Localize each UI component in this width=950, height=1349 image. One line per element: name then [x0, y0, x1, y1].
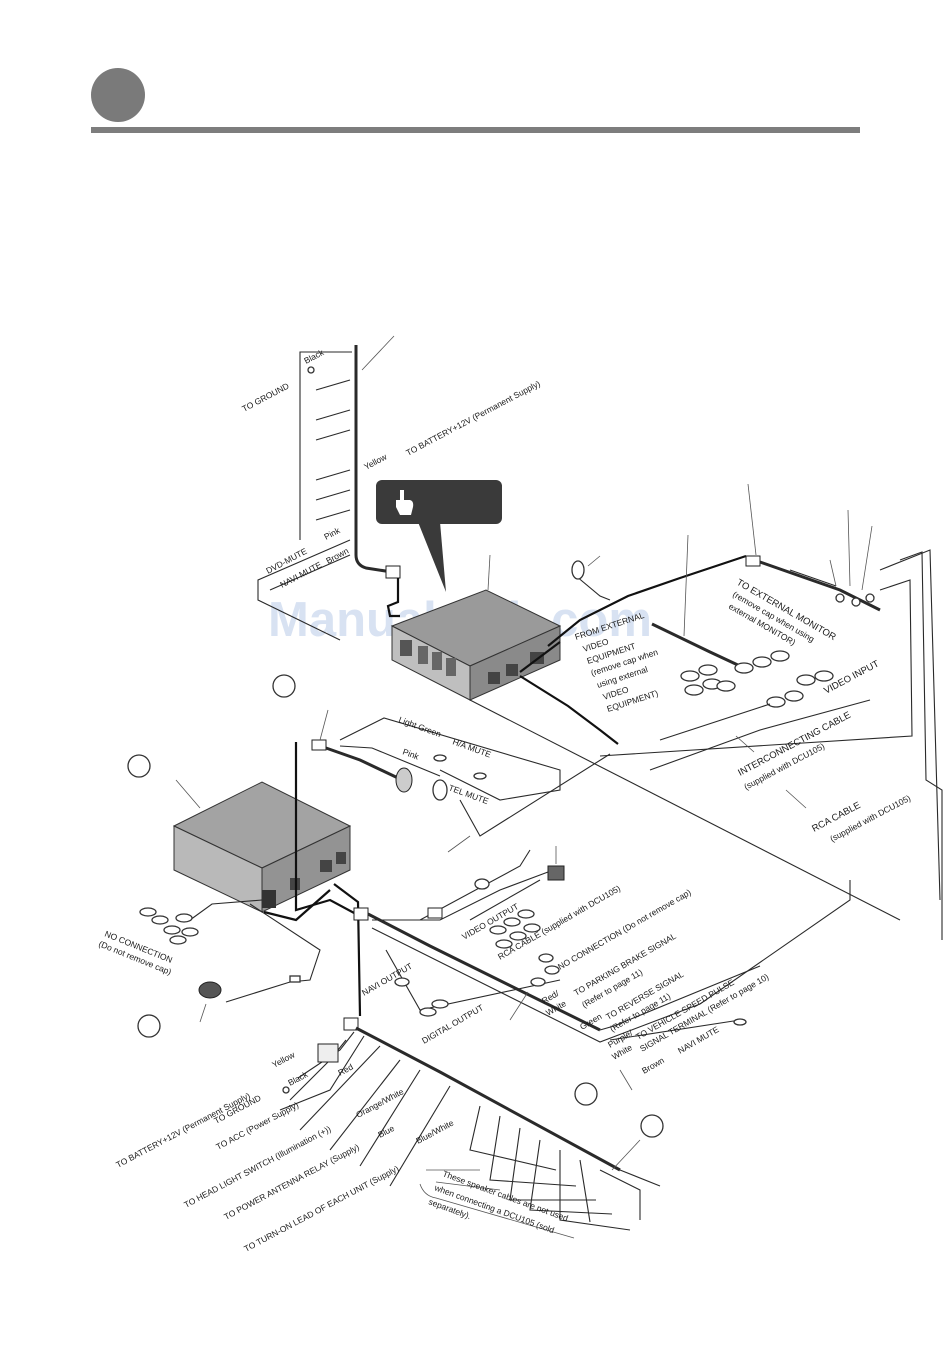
- hand-pointer-icon: [396, 490, 414, 515]
- black-top-label: Black: [302, 347, 326, 366]
- ha-mute-label: H/A MUTE: [451, 736, 492, 759]
- light-green-label: Light Green: [397, 714, 442, 739]
- callout-circle-3: [137, 1014, 161, 1038]
- brown-top-label: Brown: [324, 545, 350, 565]
- callout-circle-5: [640, 1114, 664, 1138]
- yellow-top-label: Yellow: [362, 451, 389, 472]
- microphone-part: [571, 555, 611, 601]
- callout-circle-1: [272, 674, 296, 698]
- top-harness: [257, 335, 401, 641]
- brown-bottom-label: Brown: [640, 1055, 666, 1076]
- callout-circle-4: [574, 1082, 598, 1106]
- power-harness: [279, 1026, 661, 1231]
- to-turn-on-label: TO TURN-ON LEAD OF EACH UNIT (Supply): [242, 1163, 400, 1254]
- mute-harness: [311, 709, 611, 853]
- section-badge: [91, 68, 145, 122]
- orange-white-label: Orange/White: [354, 1086, 405, 1120]
- note-callout: [376, 480, 502, 592]
- navi-bundle: [367, 846, 851, 1091]
- rca-plug-cluster-a: [680, 650, 790, 696]
- pink-top-label: Pink: [322, 525, 342, 542]
- black-bottom-label: Black: [286, 1069, 310, 1088]
- to-battery-top-label: TO BATTERY+12V (Permanent Supply): [404, 378, 542, 458]
- harness-connector: [385, 565, 401, 579]
- blue-white-label: Blue/White: [414, 1118, 455, 1146]
- dcu-unit: [390, 554, 562, 701]
- power-connector: [343, 1017, 359, 1031]
- header-rule: [91, 127, 860, 133]
- navigation-unit: [172, 779, 352, 913]
- camera-part: [547, 865, 565, 881]
- external-monitor-cables: [599, 483, 943, 940]
- tel-mute-label: TEL MUTE: [447, 782, 490, 806]
- navi-connector: [353, 907, 369, 921]
- pink-mid-label: Pink: [401, 746, 421, 761]
- gps-antenna: [198, 903, 321, 1023]
- to-battery-bottom-label: TO BATTERY+12V (Permanent Supply): [114, 1090, 252, 1170]
- callout-circle-2: [127, 754, 151, 778]
- yellow-bottom-label: Yellow: [270, 1049, 297, 1070]
- fuse-holder: [317, 1043, 339, 1063]
- blue-label: Blue: [376, 1123, 396, 1140]
- left-rca-caps: [139, 899, 263, 945]
- to-ground-top-label: TO GROUND: [240, 381, 290, 414]
- rca-plug-cluster-b: [649, 670, 871, 771]
